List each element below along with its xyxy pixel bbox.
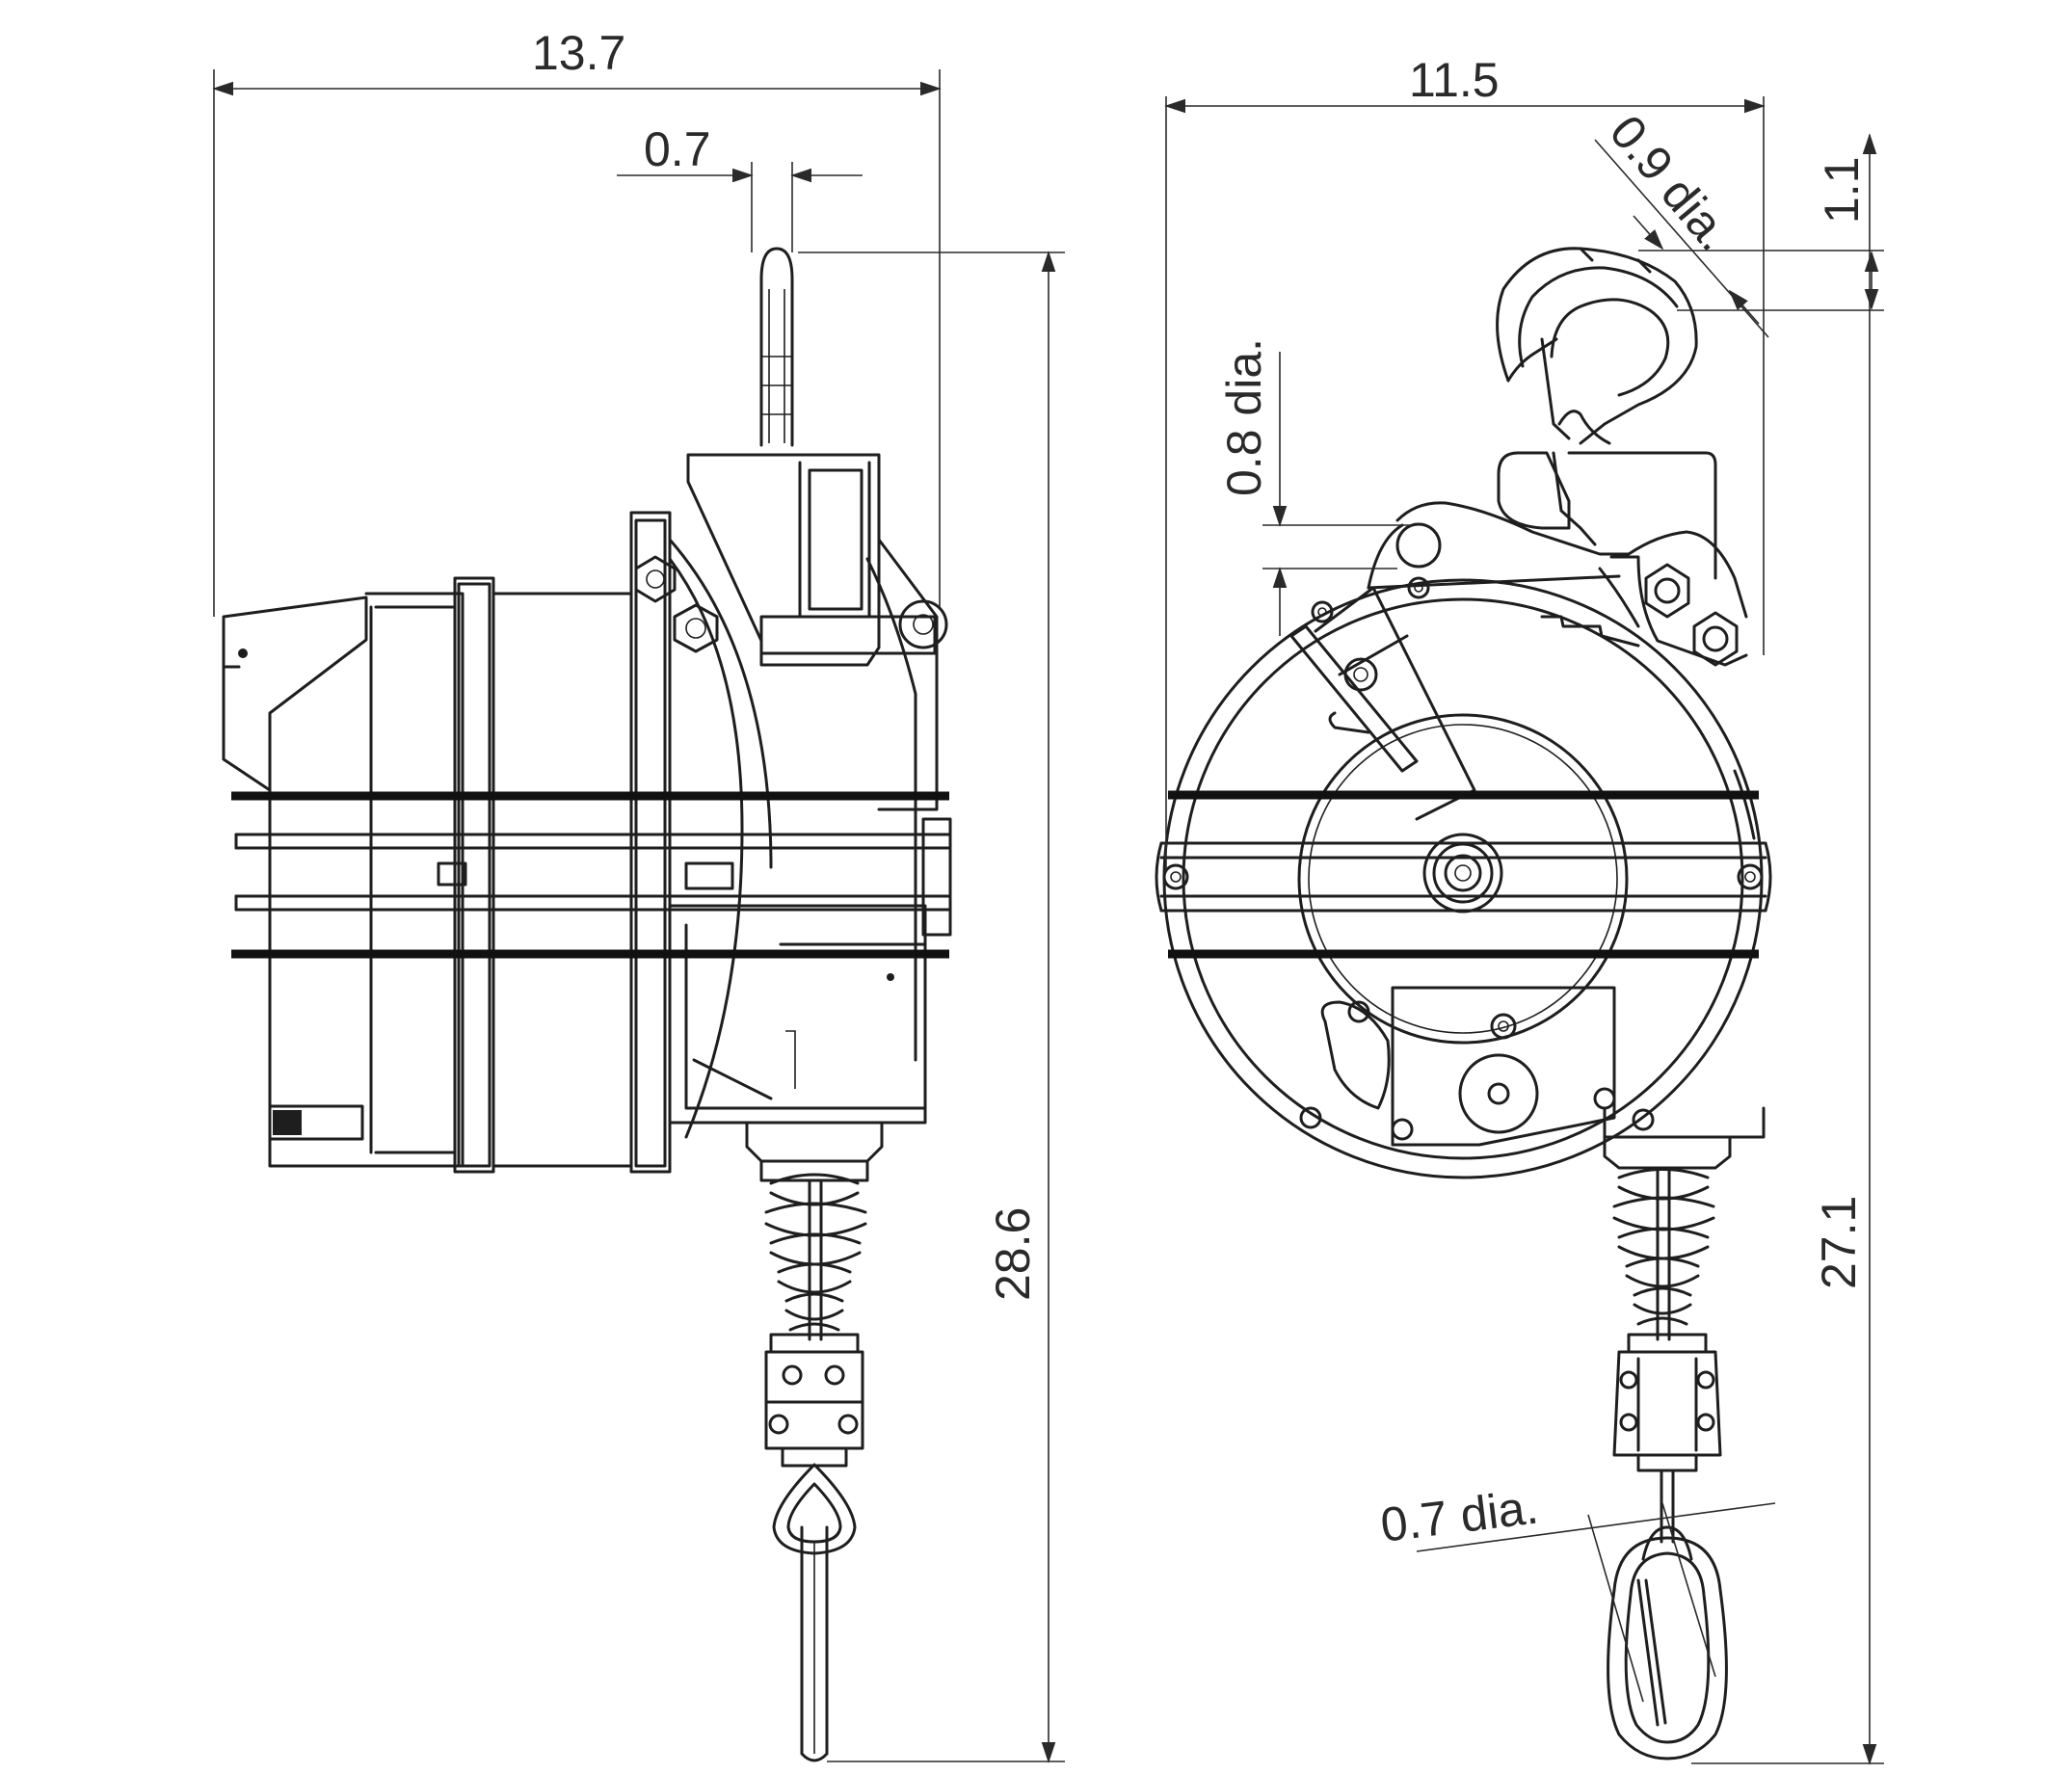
dim-hook-opening: 0.9 dia. xyxy=(1600,105,1742,261)
front-dimensions xyxy=(1164,96,1884,1765)
front-cage-bands xyxy=(1155,790,1772,959)
dim-lug-hole: 0.8 dia. xyxy=(1217,338,1271,496)
front-drum-housing xyxy=(1162,578,1764,1179)
side-bracket-nuts xyxy=(634,555,719,653)
dim-front-height: 27.1 xyxy=(1812,1196,1866,1289)
front-top-hook xyxy=(1496,247,1698,445)
side-rope-outlet xyxy=(745,1121,884,1182)
front-rope-stopper xyxy=(1612,1333,1722,1472)
side-top-stem xyxy=(759,247,794,447)
side-cage-bands xyxy=(231,791,952,959)
side-eye-hook xyxy=(772,1463,857,1762)
front-lower-window xyxy=(1299,986,1766,1147)
side-mount-bracket xyxy=(686,453,948,811)
side-label-block xyxy=(268,1104,364,1141)
side-dimensions xyxy=(212,69,1065,1763)
front-coil-spring xyxy=(1612,1166,1715,1341)
front-tensioner-arm xyxy=(1289,576,1476,821)
front-upper-bracket xyxy=(1367,451,1748,667)
dim-hook-height: 1.1 xyxy=(1815,156,1869,224)
side-rope-stopper xyxy=(764,1333,864,1468)
side-view xyxy=(222,247,952,1762)
dim-snap-wire: 0.7 dia. xyxy=(1378,1479,1542,1552)
side-main-housing xyxy=(222,511,927,1174)
dim-stem-width: 0.7 xyxy=(644,122,711,176)
dim-side-width: 13.7 xyxy=(532,26,625,80)
dim-front-width: 11.5 xyxy=(1409,53,1500,107)
dim-side-height: 28.6 xyxy=(986,1207,1040,1301)
front-snap-hook xyxy=(1607,1469,1728,1761)
front-rope-outlet xyxy=(1603,1135,1732,1170)
front-view xyxy=(1155,247,1772,1761)
side-coil-spring xyxy=(764,1173,867,1341)
